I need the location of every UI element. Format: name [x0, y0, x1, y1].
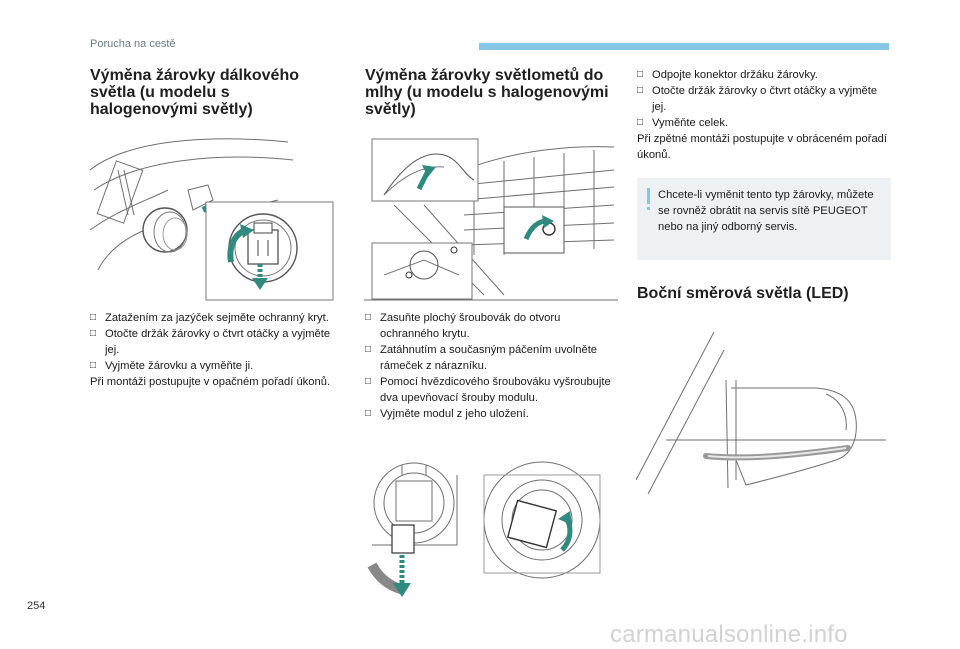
side-indicator-heading: Boční směrová světla (LED): [637, 285, 849, 302]
list-item: □Zatažením za jazýček sejměte ochranný k…: [90, 312, 329, 324]
info-icon: [647, 188, 650, 204]
running-header: Porucha na cestě: [90, 38, 176, 50]
section-high-beam: Výměna žárovky dálkového světla (u model…: [90, 67, 335, 118]
side-mirror-illustration: [636, 331, 886, 495]
checkbox-bullet-icon: □: [637, 69, 644, 80]
checkbox-bullet-icon: □: [365, 376, 372, 387]
list-item: □Zasuňte plochý šroubovák do otvoru ochr…: [365, 312, 561, 340]
checkbox-bullet-icon: □: [365, 312, 372, 323]
high-beam-illustration: [89, 138, 334, 301]
section-side-indicator: Boční směrová světla (LED): [637, 285, 892, 302]
checkbox-bullet-icon: □: [637, 85, 644, 96]
checkbox-bullet-icon: □: [365, 344, 372, 355]
fog-lamp-bumper-illustration: [364, 138, 618, 301]
fog-lamp-heading: Výměna žárovky světlometů do mlhy (u mod…: [365, 67, 609, 118]
list-item: □Vyjměte žárovku a vyměňte ji.: [90, 360, 254, 372]
checkbox-bullet-icon: □: [90, 312, 97, 323]
checkbox-bullet-icon: □: [90, 328, 97, 339]
page-number: 254: [27, 600, 46, 612]
connector-steps: □Odpojte konektor držáku žárovky. □Otočt…: [637, 67, 892, 163]
fog-lamp-steps: □Zasuňte plochý šroubovák do otvoru ochr…: [365, 310, 617, 422]
list-item: □Vyměňte celek.: [637, 117, 729, 129]
list-item: □Otočte držák žárovky o čtvrt otáčky a v…: [637, 85, 878, 113]
checkbox-bullet-icon: □: [637, 117, 644, 128]
info-text: Chcete-li vyměnit tento typ žárovky, můž…: [658, 189, 874, 233]
list-item: □Zatáhnutím a současným páčením uvolněte…: [365, 344, 598, 372]
checkbox-bullet-icon: □: [365, 408, 372, 419]
fog-lamp-module-illustration: [367, 461, 601, 597]
header-accent-bar: [479, 43, 889, 50]
info-box: Chcete-li vyměnit tento typ žárovky, můž…: [637, 178, 891, 260]
list-item: □Odpojte konektor držáku žárovky.: [637, 69, 818, 81]
protective-cover-icon: [142, 207, 188, 253]
high-beam-heading: Výměna žárovky dálkového světla (u model…: [90, 67, 299, 118]
high-beam-note: Při montáži postupujte v opačném pořadí …: [90, 376, 331, 388]
high-beam-steps: □Zatažením za jazýček sejměte ochranný k…: [90, 310, 335, 390]
watermark-text: carmanualsonline.info: [610, 621, 848, 648]
section-fog-lamp: Výměna žárovky světlometů do mlhy (u mod…: [365, 67, 617, 118]
list-item: □Vyjměte modul z jeho uložení.: [365, 408, 529, 420]
reassembly-note: Při zpětné montáži postupujte v obrácené…: [637, 133, 887, 161]
checkbox-bullet-icon: □: [90, 360, 97, 371]
list-item: □Otočte držák žárovky o čtvrt otáčky a v…: [90, 328, 331, 356]
list-item: □Pomocí hvězdicového šroubováku vyšroubu…: [365, 376, 611, 404]
